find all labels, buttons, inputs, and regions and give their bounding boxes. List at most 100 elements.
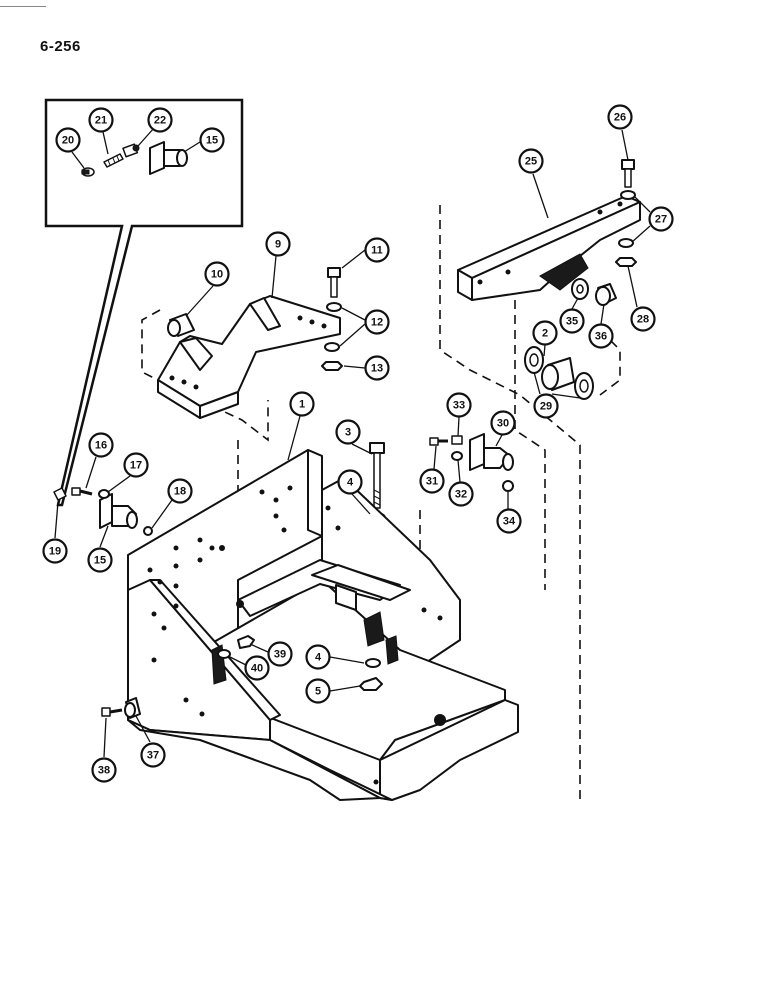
upper-bracket xyxy=(157,295,341,419)
inset-frame xyxy=(44,98,244,507)
capscrew-16 xyxy=(71,487,93,496)
bushing-37 xyxy=(124,697,141,719)
callout-circle xyxy=(496,508,522,534)
washer-35 xyxy=(571,278,589,300)
callout-label: 32 xyxy=(455,489,467,501)
callout-circle xyxy=(199,127,225,153)
callout-circle xyxy=(267,641,293,667)
callout-29: 29 xyxy=(533,393,559,419)
plug-18 xyxy=(143,526,153,536)
callout-label: 19 xyxy=(49,546,61,558)
bushing-36 xyxy=(595,283,617,306)
callout-circle xyxy=(140,742,166,768)
callout-circle xyxy=(244,655,270,681)
callout-label: 28 xyxy=(637,314,649,326)
callout-circle xyxy=(88,432,114,458)
callout-circle xyxy=(532,320,558,346)
callout-12: 12 xyxy=(364,309,390,335)
callout-label: 5 xyxy=(315,686,321,698)
callout-circle xyxy=(448,481,474,507)
callout-label: 35 xyxy=(566,316,578,328)
callout-label: 18 xyxy=(174,486,186,498)
callout-label: 21 xyxy=(95,115,107,127)
callout-17: 17 xyxy=(123,452,149,478)
callout-circle xyxy=(91,757,117,783)
washer-17 xyxy=(98,489,110,499)
bushing-10 xyxy=(167,313,195,337)
callout-40: 40 xyxy=(244,655,270,681)
washer-12 xyxy=(324,302,342,352)
callout-label: 22 xyxy=(154,115,166,127)
callout-33: 33 xyxy=(446,392,472,418)
callout-27: 27 xyxy=(648,206,674,232)
callout-circle xyxy=(123,452,149,478)
callout-label: 20 xyxy=(62,135,74,147)
bushing-2 xyxy=(541,357,575,391)
washer-32 xyxy=(451,451,463,461)
callout-4: 4 xyxy=(305,644,331,670)
leader-lines xyxy=(54,129,651,758)
callout-31: 31 xyxy=(419,468,445,494)
callout-circle xyxy=(337,469,363,495)
long-bolt-3 xyxy=(369,442,385,509)
callout-37: 37 xyxy=(140,742,166,768)
callout-circle xyxy=(204,261,230,287)
fitting-33 xyxy=(451,435,463,445)
callout-9: 9 xyxy=(265,231,291,257)
callout-11: 11 xyxy=(364,237,390,263)
callout-label: 9 xyxy=(275,239,281,251)
callout-label: 39 xyxy=(274,649,286,661)
callout-label: 16 xyxy=(95,440,107,452)
callout-label: 4 xyxy=(347,477,354,489)
callout-circle xyxy=(364,237,390,263)
callout-label: 1 xyxy=(299,399,305,411)
callout-3: 3 xyxy=(335,419,361,445)
plug-34 xyxy=(502,480,514,492)
callout-2: 2 xyxy=(532,320,558,346)
callout-circle xyxy=(305,644,331,670)
callout-circle xyxy=(335,419,361,445)
nut-39 xyxy=(237,635,255,649)
callout-label: 40 xyxy=(251,663,263,675)
callout-circle xyxy=(265,231,291,257)
inset-elbow-fitting xyxy=(122,143,140,158)
bolt-26 xyxy=(621,159,635,188)
page-number: 6-256 xyxy=(40,38,81,55)
callout-label: 25 xyxy=(525,156,537,168)
callout-circle xyxy=(630,306,656,332)
callout-10: 10 xyxy=(204,261,230,287)
callout-label: 15 xyxy=(206,135,218,147)
callout-circle xyxy=(55,127,81,153)
callout-35: 35 xyxy=(559,308,585,334)
callout-28: 28 xyxy=(630,306,656,332)
bolt-11 xyxy=(327,267,341,298)
washer-4-lower xyxy=(365,658,381,668)
inset-detail xyxy=(44,98,244,507)
callout-20: 20 xyxy=(55,127,81,153)
top-rule xyxy=(0,6,46,7)
inset-threaded-stud xyxy=(103,153,124,168)
washer-40 xyxy=(217,649,231,659)
inset-leaders xyxy=(71,127,201,169)
callout-circle xyxy=(147,107,173,133)
callout-label: 36 xyxy=(595,331,607,343)
callout-label: 34 xyxy=(503,516,516,528)
washers-27 xyxy=(618,190,636,248)
callout-34: 34 xyxy=(496,508,522,534)
callout-label: 10 xyxy=(211,269,223,281)
callout-32: 32 xyxy=(448,481,474,507)
callout-label: 3 xyxy=(345,427,351,439)
callout-label: 13 xyxy=(371,363,383,375)
callout-label: 37 xyxy=(147,750,159,762)
callout-circle xyxy=(607,104,633,130)
callout-label: 12 xyxy=(371,317,383,329)
callout-circle xyxy=(446,392,472,418)
callout-label: 15 xyxy=(94,555,106,567)
capscrew-38 xyxy=(101,707,123,717)
callout-label: 30 xyxy=(497,418,509,430)
callout-circle xyxy=(419,468,445,494)
callout-5: 5 xyxy=(305,678,331,704)
callout-label: 17 xyxy=(130,460,142,472)
